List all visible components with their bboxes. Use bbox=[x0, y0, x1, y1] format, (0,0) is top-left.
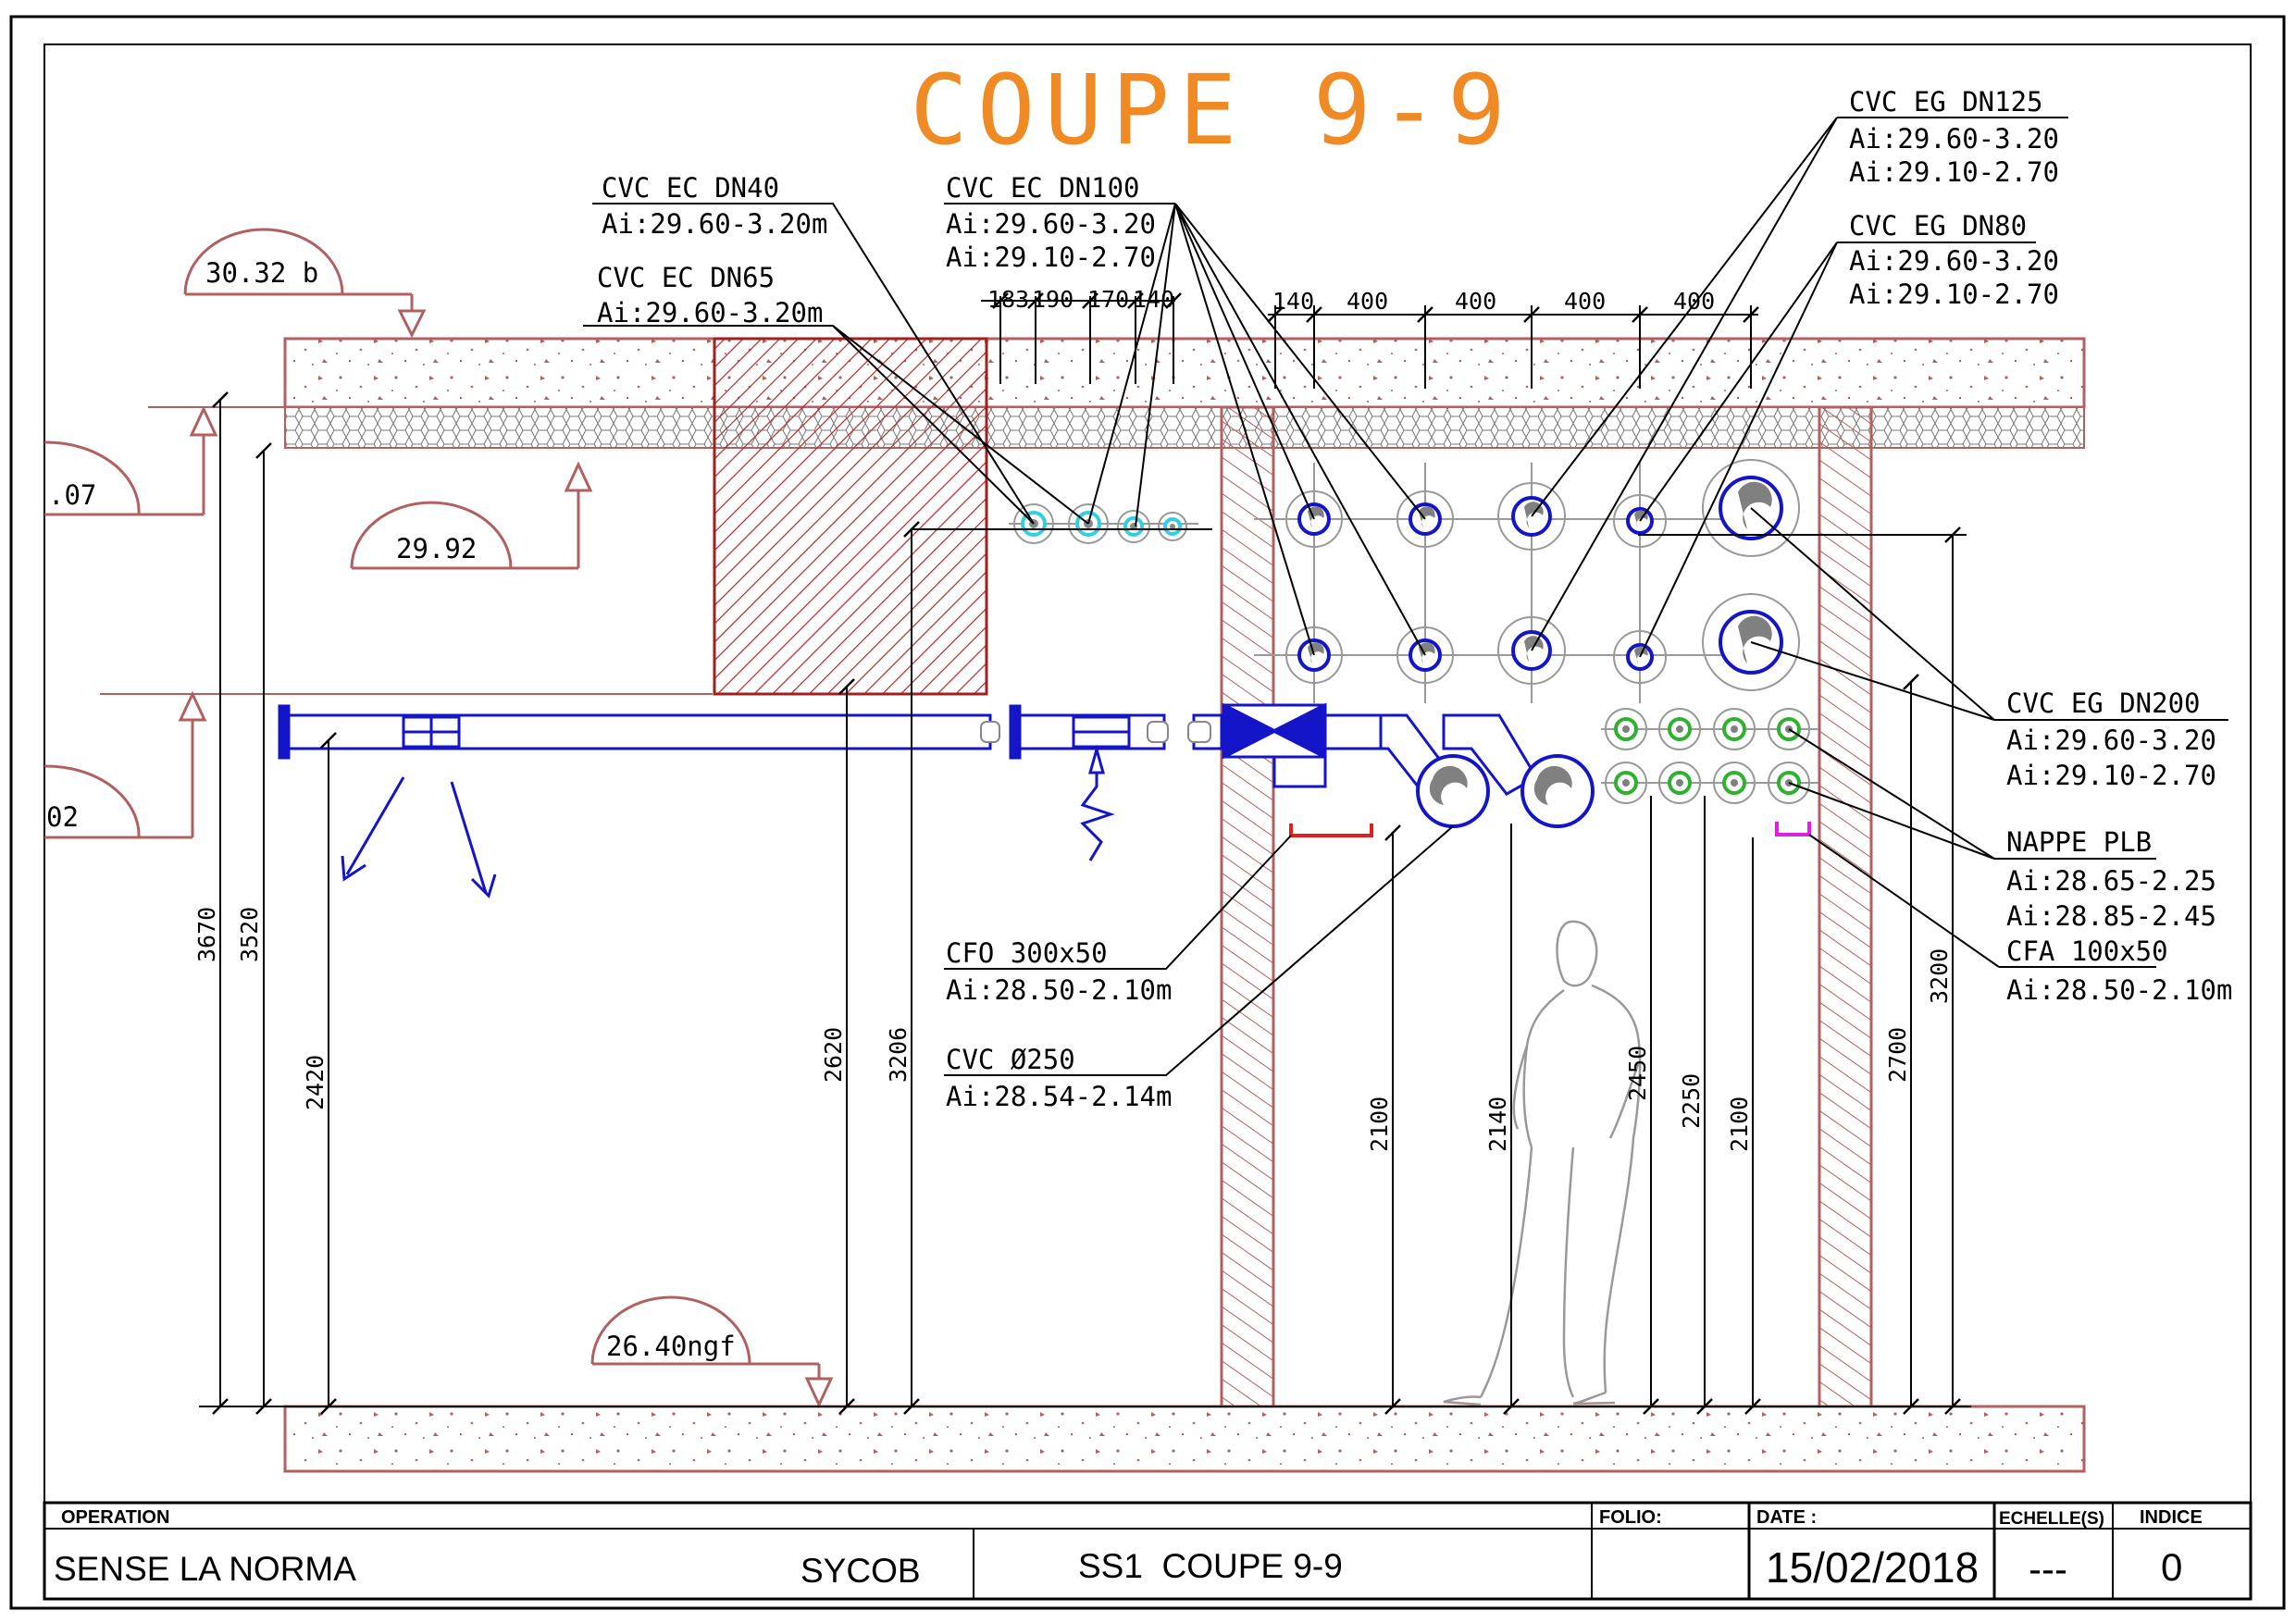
label-cvc250: CVC Ø250 bbox=[946, 1044, 1075, 1075]
label-ec-dn65-l1: Ai:29.60-3.20m bbox=[597, 297, 823, 328]
dim-top-190: 190 bbox=[1032, 286, 1074, 313]
label-ec-dn100-l1: Ai:29.60-3.20 bbox=[946, 208, 1156, 240]
level-mid: 29.92 bbox=[396, 533, 477, 564]
label-ec-dn100-l2: Ai:29.10-2.70 bbox=[946, 242, 1156, 273]
dim-v-2100a: 2100 bbox=[1366, 1096, 1393, 1152]
dim-v-3206: 3206 bbox=[885, 1027, 912, 1083]
dim-v-2420: 2420 bbox=[302, 1055, 329, 1110]
level-marker-mid bbox=[350, 461, 593, 570]
label-eg-dn125: CVC EG DN125 bbox=[1849, 86, 2043, 118]
tb-index: 0 bbox=[2161, 1545, 2182, 1589]
air-flow-arrows bbox=[341, 744, 1115, 898]
top-slab bbox=[283, 337, 2086, 409]
label-cfa-l1: Ai:28.50-2.10m bbox=[2006, 974, 2232, 1006]
dim-v-3670: 3670 bbox=[193, 907, 220, 962]
label-eg-dn200: CVC EG DN200 bbox=[2006, 688, 2201, 719]
label-cvc250-l1: Ai:28.54-2.14m bbox=[946, 1081, 1172, 1112]
label-cfo-l1: Ai:28.50-2.10m bbox=[946, 974, 1172, 1006]
level-marker-left-upper bbox=[43, 405, 287, 516]
label-nappe: NAPPE PLB bbox=[2006, 826, 2152, 858]
dim-top-400b: 400 bbox=[1455, 288, 1496, 315]
level-marker-top bbox=[183, 228, 427, 339]
dim-v-2700: 2700 bbox=[1884, 1027, 1911, 1083]
dim-v-2450: 2450 bbox=[1624, 1046, 1651, 1101]
tb-folio-label: FOLIO: bbox=[1599, 1507, 1662, 1528]
label-nappe-l2: Ai:28.85-2.45 bbox=[2006, 900, 2216, 932]
dimension-ticks bbox=[212, 292, 1961, 1415]
tb-date: 15/02/2018 bbox=[1766, 1543, 1979, 1592]
dim-top-400d: 400 bbox=[1673, 288, 1715, 315]
label-eg-dn80-l2: Ai:29.10-2.70 bbox=[1849, 279, 2059, 310]
tb-date-label: DATE : bbox=[1756, 1507, 1817, 1528]
dim-v-3520: 3520 bbox=[236, 907, 263, 962]
level-floor: 26.40ngf bbox=[606, 1331, 736, 1362]
air-duct bbox=[278, 702, 1595, 828]
label-eg-dn200-l2: Ai:29.10-2.70 bbox=[2006, 760, 2216, 791]
label-eg-dn80-l1: Ai:29.60-3.20 bbox=[1849, 245, 2059, 277]
insulation-layer bbox=[284, 406, 2085, 449]
inner-frame bbox=[43, 43, 2252, 1600]
dim-v-2100b: 2100 bbox=[1726, 1096, 1753, 1152]
tb-index-label: INDICE bbox=[2140, 1507, 2203, 1528]
level-marker-floor bbox=[590, 1295, 834, 1408]
label-ec-dn65: CVC EC DN65 bbox=[597, 262, 775, 293]
duct-continuations bbox=[980, 721, 1211, 743]
tb-operation: SENSE LA NORMA bbox=[54, 1550, 356, 1588]
dim-top-170: 170 bbox=[1087, 286, 1129, 313]
column-right bbox=[1818, 405, 1873, 1408]
human-figure-icon bbox=[1443, 920, 1642, 1406]
label-cfa: CFA 100x50 bbox=[2006, 935, 2168, 967]
outer-frame bbox=[9, 15, 2286, 1610]
tb-drawing: SS1 COUPE 9-9 bbox=[1078, 1547, 1343, 1585]
dim-top-140: 140 bbox=[1133, 286, 1174, 313]
level-marker-left-lower bbox=[43, 690, 713, 839]
label-eg-dn125-l2: Ai:29.10-2.70 bbox=[1849, 156, 2059, 188]
drawing-title: COUPE 9-9 bbox=[910, 54, 1515, 167]
cable-tray-cfa bbox=[1775, 822, 1811, 836]
level-top: 30.32 b bbox=[205, 257, 318, 289]
dim-top-400a: 400 bbox=[1347, 288, 1388, 315]
dim-v-3200: 3200 bbox=[1926, 948, 1953, 1004]
pipes-plumbing bbox=[1601, 708, 1818, 804]
pipes-ec bbox=[1009, 503, 1198, 544]
dim-v-2620: 2620 bbox=[820, 1027, 847, 1083]
dim-top-140b: 140 bbox=[1272, 288, 1314, 315]
title-block bbox=[43, 1501, 2253, 1601]
floor-slab bbox=[283, 1405, 2086, 1473]
vertical-dimensions bbox=[199, 296, 1971, 1407]
annotations: CVC EC DN40 Ai:29.60-3.20m CVC EC DN65 A… bbox=[597, 86, 2232, 1112]
tb-operation-label: OPERATION bbox=[61, 1507, 169, 1528]
label-eg-dn80: CVC EG DN80 bbox=[1849, 210, 2027, 242]
label-cfo: CFO 300x50 bbox=[946, 937, 1108, 969]
tb-company: SYCOB bbox=[800, 1552, 921, 1590]
tb-scale-label: ECHELLE(S) bbox=[1999, 1509, 2104, 1529]
leader-lines bbox=[583, 117, 2228, 1076]
cable-tray-cfo bbox=[1289, 824, 1373, 837]
label-eg-dn200-l1: Ai:29.60-3.20 bbox=[2006, 725, 2216, 756]
label-ec-dn40-l1: Ai:29.60-3.20m bbox=[602, 208, 827, 240]
tb-scale: --- bbox=[2029, 1547, 2067, 1591]
label-ec-dn40: CVC EC DN40 bbox=[602, 172, 779, 204]
dim-top-183: 183 bbox=[987, 286, 1029, 313]
title-block-text: OPERATION SENSE LA NORMA SYCOB SS1 COUPE… bbox=[54, 1507, 2203, 1592]
level-left-lower: 02 bbox=[46, 801, 79, 833]
dim-top-400c: 400 bbox=[1564, 288, 1606, 315]
dim-v-2250: 2250 bbox=[1678, 1073, 1705, 1129]
dim-v-2140: 2140 bbox=[1484, 1096, 1511, 1152]
concrete-beam bbox=[713, 337, 988, 696]
pipes-eg bbox=[1254, 459, 1800, 703]
label-nappe-l1: Ai:28.65-2.25 bbox=[2006, 865, 2216, 897]
label-eg-dn125-l1: Ai:29.60-3.20 bbox=[1849, 123, 2059, 155]
column-left bbox=[1220, 405, 1275, 1408]
level-left-upper: .07 bbox=[48, 479, 96, 511]
label-ec-dn100: CVC EC DN100 bbox=[946, 172, 1140, 204]
